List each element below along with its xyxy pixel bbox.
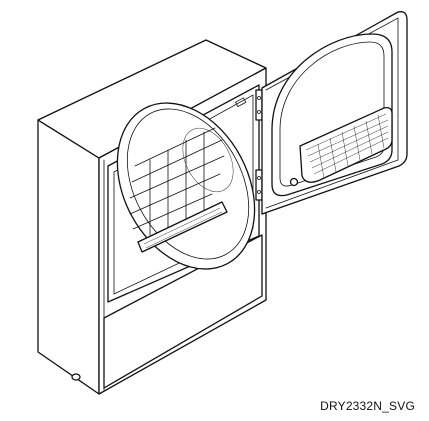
- door-frame-outer: [107, 84, 260, 303]
- door-filter-grille: [299, 106, 393, 183]
- lower-hinge: [255, 169, 263, 201]
- open-door: [261, 11, 408, 215]
- figure-code: DRY2332N_SVG: [320, 399, 415, 413]
- foot: [71, 373, 81, 381]
- door-opening: [107, 84, 263, 303]
- cabinet-side-panel: [37, 119, 100, 395]
- lint-filter-grille: [137, 201, 228, 253]
- upper-hinge: [255, 89, 263, 121]
- door-knob: [289, 177, 299, 187]
